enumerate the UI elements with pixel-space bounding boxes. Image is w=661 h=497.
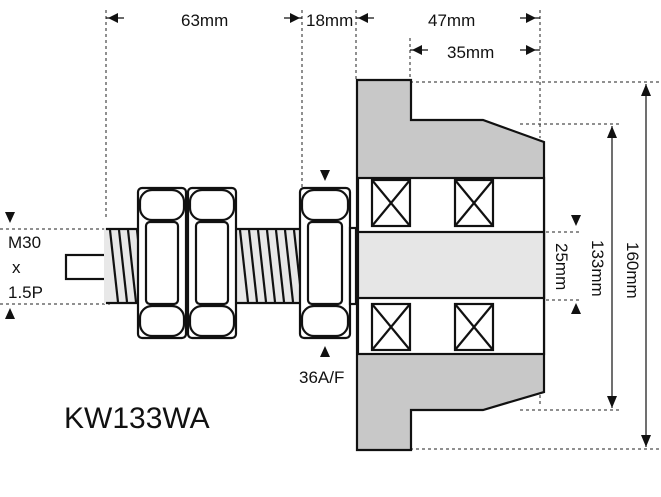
bearing-rollers (370, 178, 495, 352)
nut-3 (298, 186, 352, 340)
nut-1 (136, 186, 188, 340)
thread-pitch-label: 1.5P (8, 283, 43, 302)
shaft-stub (64, 253, 110, 281)
washer (348, 226, 358, 306)
extension-lines (0, 10, 660, 450)
dim-25-label: 25mm (552, 243, 571, 290)
dim-35-label: 35mm (447, 43, 494, 62)
dim-133-label: 133mm (588, 240, 607, 297)
thread-size-label: M30 (8, 233, 41, 252)
model-label: KW133WA (64, 402, 210, 435)
nut-size-label: 36A/F (299, 368, 344, 387)
thread-times-label: x (12, 258, 21, 277)
nut-2 (186, 186, 238, 340)
dim-47-label: 47mm (428, 11, 475, 30)
dim-18-label: 18mm (306, 11, 353, 30)
lock-nuts (136, 186, 358, 340)
hub-spindle (356, 230, 546, 300)
dim-63-label: 63mm (181, 11, 228, 30)
dimension-arrows (5, 13, 651, 447)
dim-160-label: 160mm (623, 242, 642, 299)
